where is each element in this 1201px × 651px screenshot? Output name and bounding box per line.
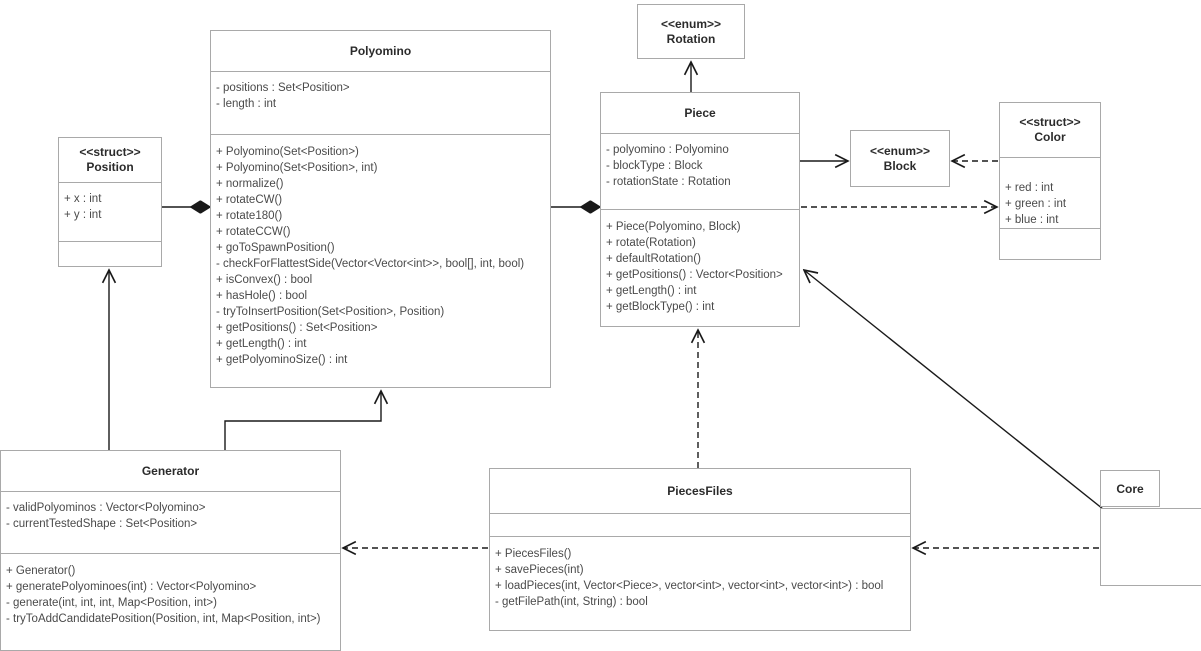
- class-name-core: Core: [1116, 481, 1144, 496]
- divider: [601, 209, 799, 210]
- divider: [490, 513, 910, 514]
- class-header-block: <<enum>> Block: [851, 131, 949, 186]
- divider: [1000, 228, 1100, 229]
- class-header-piece: Piece: [601, 93, 799, 133]
- class-methods-piecesfiles: + PiecesFiles() + savePieces(int) + load…: [490, 537, 910, 618]
- attribute-row: + green : int: [1005, 198, 1067, 210]
- class-header-polyomino: Polyomino: [211, 31, 550, 71]
- method-row: + getBlockType() : int: [606, 301, 715, 313]
- class-attributes-piecesfiles: [490, 514, 910, 536]
- class-box-generator[interactable]: Generator - validPolyominos : Vector<Pol…: [0, 450, 341, 651]
- class-attributes-position: + x : int + y : int: [59, 183, 161, 241]
- class-box-piece[interactable]: Piece - polyomino : Polyomino - blockTyp…: [600, 92, 800, 327]
- divider: [211, 134, 550, 135]
- attribute-row: - polyomino : Polyomino: [606, 144, 729, 156]
- method-row: - generate(int, int, int, Map<Position, …: [6, 597, 217, 609]
- class-box-block[interactable]: <<enum>> Block: [850, 130, 950, 187]
- edge-generator-polyomino: [224, 391, 381, 450]
- divider: [1, 553, 340, 554]
- class-methods-piece: + Piece(Polyomino, Block) + rotate(Rotat…: [601, 210, 799, 323]
- method-row: + defaultRotation(): [606, 253, 701, 265]
- method-row: + Piece(Polyomino, Block): [606, 221, 741, 233]
- method-row: + goToSpawnPosition(): [216, 242, 335, 254]
- method-row: + rotate180(): [216, 210, 283, 222]
- class-header-color: <<struct>> Color: [1000, 103, 1100, 157]
- method-row: - tryToAddCandidatePosition(Position, in…: [6, 613, 321, 625]
- class-stereotype-color: <<struct>>: [1019, 115, 1081, 129]
- attribute-row: + red : int: [1005, 182, 1054, 194]
- method-row: - checkForFlattestSide(Vector<Vector<int…: [216, 258, 525, 270]
- method-row: - getFilePath(int, String) : bool: [495, 596, 648, 608]
- class-stereotype-position: <<struct>>: [79, 145, 141, 159]
- method-row: + getLength() : int: [606, 285, 697, 297]
- method-row: + getPositions() : Set<Position>: [216, 322, 378, 334]
- class-body-core[interactable]: [1100, 508, 1201, 586]
- class-name-polyomino: Polyomino: [349, 43, 412, 58]
- method-row: + getLength() : int: [216, 338, 307, 350]
- class-attributes-generator: - validPolyominos : Vector<Polyomino> - …: [1, 492, 340, 553]
- attribute-row: - blockType : Block: [606, 160, 703, 172]
- class-stereotype-block: <<enum>>: [869, 143, 931, 158]
- divider: [1000, 157, 1100, 158]
- class-name-piecesfiles: PiecesFiles: [667, 483, 733, 498]
- class-stereotype-rotation: <<enum>>: [660, 16, 722, 31]
- class-box-polyomino[interactable]: Polyomino - positions : Set<Position> - …: [210, 30, 551, 388]
- method-row: + getPolyominoSize() : int: [216, 354, 348, 366]
- attribute-row: + blue : int: [1005, 214, 1059, 226]
- method-row: + hasHole() : bool: [216, 290, 308, 302]
- method-row: + savePieces(int): [495, 564, 584, 576]
- class-attributes-color: + red : int + green : int + blue : int: [1000, 158, 1100, 228]
- class-name-piece: Piece: [684, 105, 716, 120]
- class-name-position: Position: [86, 160, 134, 174]
- method-row: + loadPieces(int, Vector<Piece>, vector<…: [495, 580, 884, 592]
- method-row: + normalize(): [216, 178, 284, 190]
- divider: [601, 133, 799, 134]
- method-row: + rotate(Rotation): [606, 237, 696, 249]
- method-row: + generatePolyominoes(int) : Vector<Poly…: [6, 581, 257, 593]
- class-header-position: <<struct>> Position: [59, 138, 161, 182]
- class-attributes-piece: - polyomino : Polyomino - blockType : Bl…: [601, 134, 799, 209]
- attribute-row: - positions : Set<Position>: [216, 82, 350, 94]
- attribute-row: + x : int: [64, 193, 102, 205]
- method-row: + rotateCCW(): [216, 226, 291, 238]
- divider: [59, 241, 161, 242]
- method-row: + PiecesFiles(): [495, 548, 572, 560]
- method-row: - tryToInsertPosition(Set<Position>, Pos…: [216, 306, 445, 318]
- class-methods-polyomino: + Polyomino(Set<Position>) + Polyomino(S…: [211, 135, 550, 376]
- method-row: + Generator(): [6, 565, 76, 577]
- divider: [59, 182, 161, 183]
- class-methods-generator: + Generator() + generatePolyominoes(int)…: [1, 554, 340, 635]
- class-name-generator: Generator: [141, 463, 200, 478]
- attribute-row: - validPolyominos : Vector<Polyomino>: [6, 502, 206, 514]
- class-header-generator: Generator: [1, 451, 340, 491]
- class-methods-position: [59, 242, 161, 258]
- attribute-row: - length : int: [216, 98, 277, 110]
- method-row: + getPositions() : Vector<Position>: [606, 269, 783, 281]
- attribute-row: - currentTestedShape : Set<Position>: [6, 518, 198, 530]
- class-attributes-polyomino: - positions : Set<Position> - length : i…: [211, 72, 550, 134]
- class-box-color[interactable]: <<struct>> Color + red : int + green : i…: [999, 102, 1101, 260]
- divider: [490, 536, 910, 537]
- class-methods-color: [1000, 229, 1100, 245]
- method-row: + Polyomino(Set<Position>): [216, 146, 359, 158]
- method-row: + rotateCW(): [216, 194, 283, 206]
- class-header-piecesfiles: PiecesFiles: [490, 469, 910, 513]
- class-header-core[interactable]: Core: [1100, 470, 1160, 507]
- divider: [211, 71, 550, 72]
- divider: [1, 491, 340, 492]
- class-name-color: Color: [1034, 130, 1066, 144]
- method-row: + isConvex() : bool: [216, 274, 313, 286]
- class-box-piecesfiles[interactable]: PiecesFiles + PiecesFiles() + savePieces…: [489, 468, 911, 631]
- method-row: + Polyomino(Set<Position>, int): [216, 162, 378, 174]
- class-box-position[interactable]: <<struct>> Position + x : int + y : int: [58, 137, 162, 267]
- class-name-rotation: Rotation: [666, 31, 716, 46]
- attribute-row: + y : int: [64, 209, 102, 221]
- class-box-rotation[interactable]: <<enum>> Rotation: [637, 4, 745, 59]
- class-name-block: Block: [883, 158, 917, 173]
- class-header-rotation: <<enum>> Rotation: [638, 5, 744, 58]
- attribute-row: - rotationState : Rotation: [606, 176, 731, 188]
